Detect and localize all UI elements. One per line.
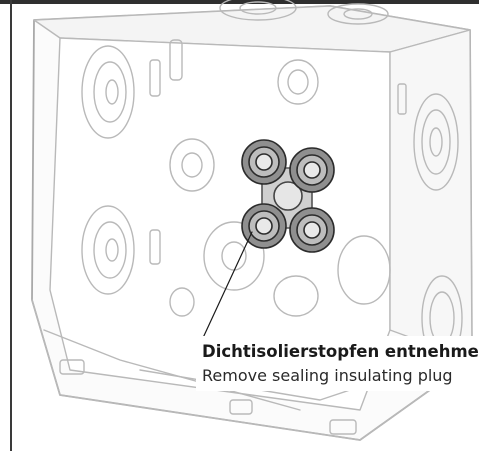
sealing-plug-illustration bbox=[241, 139, 335, 253]
left-knockouts bbox=[81, 45, 135, 295]
top-knockout-left bbox=[219, 0, 297, 21]
instruction-caption: Dichtisolierstopfen entnehmen Remove sea… bbox=[196, 336, 479, 391]
plug-bottom-left bbox=[241, 203, 287, 249]
caption-german: Dichtisolierstopfen entnehmen bbox=[202, 342, 479, 361]
plug-top-right bbox=[289, 147, 335, 193]
leader-line bbox=[201, 231, 253, 341]
wall-ribs bbox=[149, 39, 407, 265]
top-knockout-right bbox=[327, 3, 389, 25]
plug-bottom-right bbox=[289, 207, 335, 253]
interior-entries bbox=[169, 59, 391, 317]
caption-english: Remove sealing insulating plug bbox=[202, 366, 453, 385]
plug-top-left bbox=[241, 139, 287, 185]
top-border bbox=[0, 0, 479, 4]
left-border bbox=[10, 0, 12, 451]
